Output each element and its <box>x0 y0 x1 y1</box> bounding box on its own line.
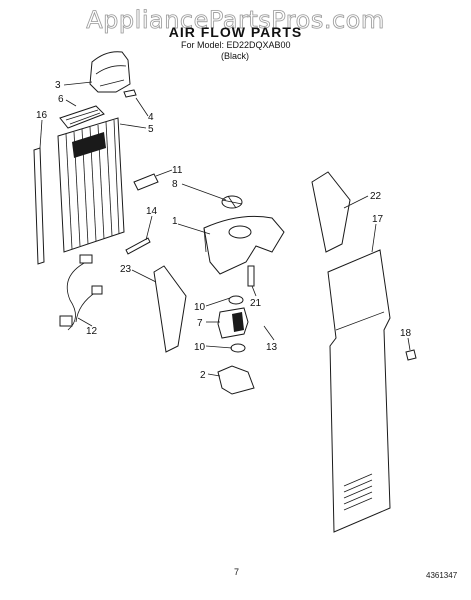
part-6-damper <box>59 105 105 129</box>
callout-16: 16 <box>36 110 48 121</box>
document-number: 4361347 <box>426 571 458 580</box>
callout-11: 11 <box>172 165 183 176</box>
watermark-text: AppliancePartsPros.com <box>86 6 385 35</box>
part-4-screw <box>123 89 137 98</box>
callout-6: 6 <box>58 94 64 105</box>
callout-3: 3 <box>55 80 61 91</box>
diagram-title: AIR FLOW PARTS <box>168 24 303 40</box>
page-number: 7 <box>234 567 240 577</box>
callout-2: 2 <box>200 370 206 381</box>
callout-13: 13 <box>266 342 278 353</box>
callout-4: 4 <box>148 112 154 123</box>
part-10-grommet-upper <box>228 295 244 305</box>
callout-10-lower: 10 <box>194 342 206 353</box>
part-2-bracket <box>217 365 255 395</box>
part-14-rod <box>125 237 151 255</box>
callout-5: 5 <box>148 124 154 135</box>
part-5-air-duct-panel <box>57 117 125 253</box>
part-7-fan-motor <box>217 307 249 339</box>
callout-7: 7 <box>197 318 203 329</box>
part-22-cover <box>311 171 351 253</box>
part-11-clip <box>133 173 159 191</box>
callout-14: 14 <box>146 206 158 217</box>
part-21-rod <box>247 265 255 287</box>
part-23-side-cover <box>153 265 187 353</box>
part-16-gasket-strip <box>33 147 45 265</box>
model-line: For Model: ED22DQXAB00 <box>181 40 291 50</box>
callout-10-upper: 10 <box>194 302 206 313</box>
callout-8: 8 <box>172 179 178 190</box>
part-8-fan-blade <box>221 195 243 209</box>
part-1-fan-housing <box>203 215 285 275</box>
color-note: (Black) <box>221 51 250 61</box>
part-18-screw <box>405 349 417 361</box>
callout-22: 22 <box>370 191 382 202</box>
leader-lines <box>39 81 411 377</box>
callout-18: 18 <box>400 328 412 339</box>
callout-12: 12 <box>86 326 98 337</box>
part-3-duct-cap <box>89 51 131 93</box>
callout-23: 23 <box>120 264 132 275</box>
part-10-grommet-lower <box>230 343 246 353</box>
callout-21: 21 <box>250 298 262 309</box>
callout-17: 17 <box>372 214 384 225</box>
part-17-back-panel <box>327 249 391 533</box>
vent-grille <box>343 473 373 511</box>
part-12-wire-harness <box>59 254 103 331</box>
callout-1: 1 <box>172 216 178 227</box>
